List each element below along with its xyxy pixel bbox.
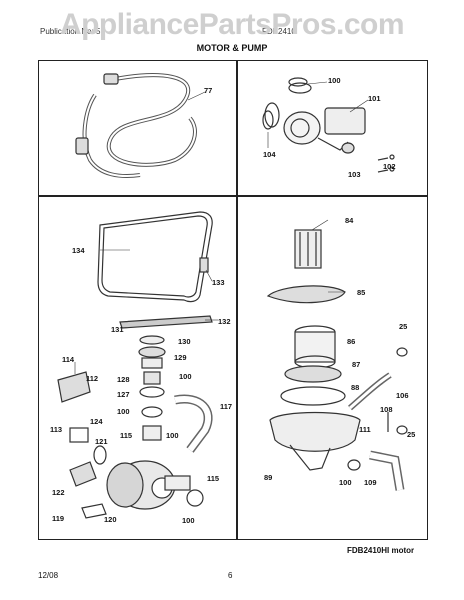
clamp-100f	[347, 459, 361, 471]
pad-119	[81, 503, 107, 519]
clamp-100a	[288, 77, 308, 87]
ref-115-b: 115	[207, 474, 220, 483]
ref-122: 122	[52, 488, 65, 497]
footer-date: 12/08	[38, 571, 59, 580]
ref-111: 111	[359, 425, 371, 434]
wash-pump-stack	[138, 335, 166, 441]
drain-hose-77	[75, 73, 197, 179]
seal-121	[93, 445, 107, 465]
ref-128: 128	[117, 375, 130, 384]
ref-89: 89	[264, 473, 273, 482]
ref-120: 120	[104, 515, 117, 524]
ref-133: 133	[212, 278, 225, 287]
ref-100-d: 100	[166, 431, 179, 440]
ref-87: 87	[352, 360, 361, 369]
filter-plate-85	[266, 285, 346, 304]
ref-129: 129	[174, 353, 187, 362]
ref-130: 130	[178, 337, 191, 346]
diagram-frame	[38, 60, 428, 540]
ref-115: 115	[120, 431, 133, 440]
ref-102: 102	[383, 162, 396, 171]
footer-page-number: 6	[228, 571, 233, 580]
ref-114: 114	[62, 355, 75, 364]
screws-102-103	[377, 154, 395, 173]
clamp-25a	[396, 347, 408, 357]
ref-86: 86	[347, 337, 356, 346]
ref-85: 85	[357, 288, 366, 297]
ref-88: 88	[351, 383, 360, 392]
ref-100-f: 100	[339, 478, 352, 487]
ref-77: 77	[204, 86, 213, 95]
header-publication: Publication No: 5	[40, 27, 101, 36]
ref-84: 84	[345, 216, 354, 225]
vertical-divider	[236, 60, 238, 540]
ref-121: 121	[95, 437, 108, 446]
motor-120	[106, 460, 191, 510]
filter-86	[294, 325, 336, 369]
ref-131: 131	[111, 325, 124, 334]
ref-108: 108	[380, 405, 393, 414]
ref-127: 127	[117, 390, 130, 399]
sump-89	[269, 411, 361, 471]
ref-124: 124	[90, 417, 103, 426]
tub-gasket-134	[97, 211, 213, 303]
ring-87	[284, 365, 342, 383]
drain-pump-101	[264, 82, 366, 154]
ref-113: 113	[50, 425, 63, 434]
section-title: MOTOR & PUMP	[196, 43, 268, 53]
ref-117: 117	[220, 402, 233, 411]
ref-103: 103	[348, 170, 361, 179]
ref-100-b: 100	[179, 372, 192, 381]
ref-104: 104	[263, 150, 276, 159]
seal-115	[186, 489, 204, 507]
clamp-25b	[396, 425, 408, 435]
watermark: AppliancePartsPros.com	[59, 8, 405, 41]
gasket-88	[280, 386, 346, 406]
ref-112: 112	[86, 374, 99, 383]
ref-100-e: 100	[182, 516, 195, 525]
ref-106: 106	[396, 391, 409, 400]
ref-100: 100	[328, 76, 341, 85]
filter-84	[294, 229, 322, 269]
clip-122	[69, 461, 97, 487]
ref-25: 25	[399, 322, 408, 331]
horizontal-divider	[38, 195, 428, 197]
header-model: FDB2410	[262, 27, 296, 36]
ref-25-b: 25	[407, 430, 416, 439]
model-label: FDB2410HI motor	[347, 546, 415, 555]
bracket-114	[57, 371, 91, 403]
ref-109: 109	[364, 478, 377, 487]
ref-101: 101	[368, 94, 381, 103]
clamp-104	[262, 110, 274, 130]
ref-100-c: 100	[117, 407, 130, 416]
pad-124	[69, 427, 89, 443]
ref-132: 132	[218, 317, 231, 326]
ref-134: 134	[72, 246, 85, 255]
ref-119: 119	[52, 514, 65, 523]
spray-arm-132	[119, 315, 213, 329]
